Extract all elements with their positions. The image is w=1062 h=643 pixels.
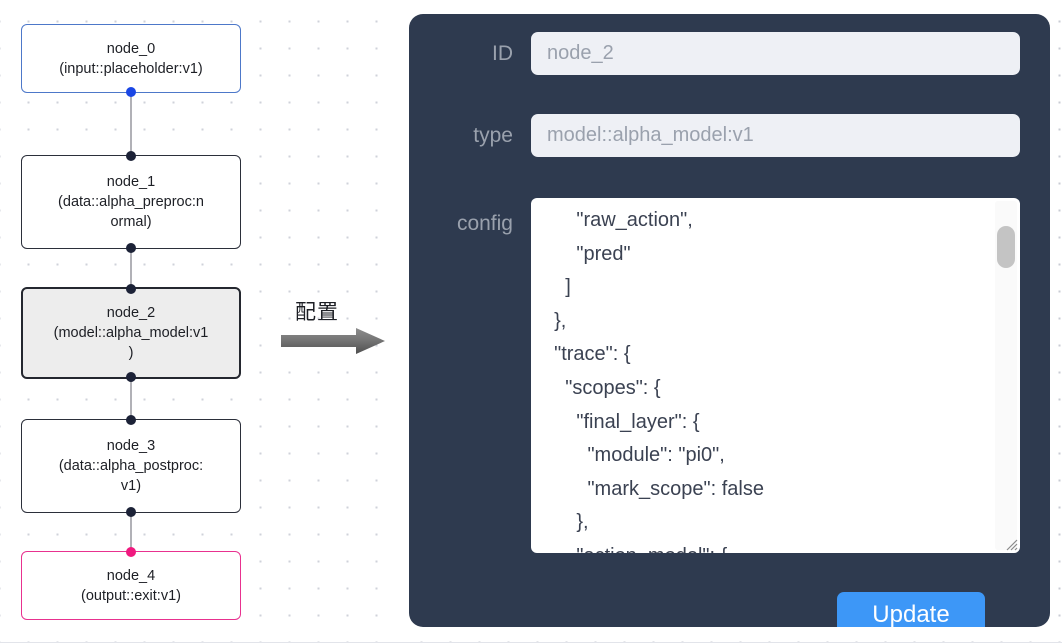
node-handle-source[interactable] [126,243,136,253]
node-handle-source[interactable] [126,87,136,97]
flow-node-node_1[interactable]: node_1 (data::alpha_preproc:n ormal) [21,151,241,253]
flow-node-label: node_1 (data::alpha_preproc:n ormal) [58,174,204,230]
type-field-label: type [473,123,513,147]
flow-node-node_2[interactable]: node_2 (model::alpha_model:v1 ) [21,284,241,382]
config-scrollbar-track[interactable] [995,201,1017,550]
config-textarea[interactable] [531,198,1020,553]
edge-node2-node3 [130,379,132,419]
edge-node1-node2 [130,249,132,287]
config-textarea-wrap [531,198,1020,553]
transition-arrow-group: 配置 [281,296,401,360]
flow-node-node_4[interactable]: node_4 (output::exit:v1) [21,547,241,620]
flow-node-node_0[interactable]: node_0 (input::placeholder:v1) [21,24,241,97]
node-handle-target[interactable] [126,547,136,557]
right-arrow-icon [281,328,385,354]
flow-node-label: node_2 (model::alpha_model:v1 ) [53,305,209,361]
node-config-panel: ID type config Update [409,14,1050,627]
node-handle-source[interactable] [126,507,136,517]
edge-node3-node4 [130,513,132,551]
flow-node-label: node_0 (input::placeholder:v1) [59,40,203,77]
field-row-type: type [409,114,1020,157]
id-field-label: ID [492,41,513,65]
update-button[interactable]: Update [837,592,985,627]
flow-node-label: node_3 (data::alpha_postproc: v1) [58,438,204,494]
flow-node-node_3[interactable]: node_3 (data::alpha_postproc: v1) [21,415,241,517]
type-input[interactable] [531,114,1020,157]
config-field-label: config [456,212,513,235]
transition-label: 配置 [295,300,339,324]
node-handle-target[interactable] [126,284,136,294]
config-scrollbar-thumb[interactable] [997,226,1015,268]
field-row-config: config [409,198,1020,553]
node-handle-target[interactable] [126,415,136,425]
node-handle-source[interactable] [126,372,136,382]
resize-grip-icon[interactable] [1002,535,1018,551]
flow-canvas[interactable]: node_0 (input::placeholder:v1) node_1 (d… [0,0,400,643]
flow-node-label: node_4 (output::exit:v1) [81,567,181,604]
edge-node0-node1 [130,93,132,155]
field-row-id: ID [409,32,1020,75]
node-handle-target[interactable] [126,151,136,161]
id-input[interactable] [531,32,1020,75]
